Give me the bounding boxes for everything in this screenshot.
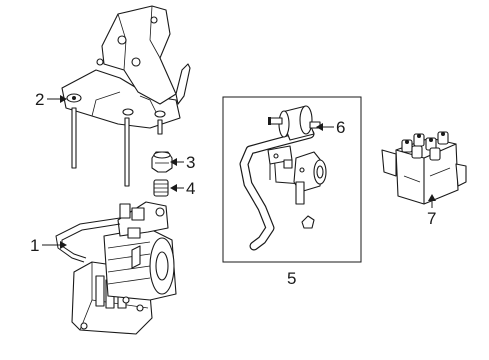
valve-block-ports <box>401 131 449 161</box>
svg-text:1: 1 <box>30 236 39 255</box>
svg-text:4: 4 <box>186 179 195 198</box>
callout-7: 7 <box>427 194 436 228</box>
callout-5: 5 <box>287 269 296 288</box>
callout-6: 6 <box>316 118 345 137</box>
air-line-assembly <box>239 129 327 251</box>
svg-text:6: 6 <box>336 118 345 137</box>
callout-1: 1 <box>30 236 67 255</box>
svg-text:7: 7 <box>427 209 436 228</box>
callout-4: 4 <box>170 179 195 198</box>
callout-2: 2 <box>35 90 67 109</box>
valve-block <box>381 131 467 205</box>
rubber-mount <box>151 151 173 173</box>
air-line-assembly-box <box>222 96 362 263</box>
air-filter <box>268 105 321 141</box>
svg-text:2: 2 <box>35 90 44 109</box>
compressor-assembly <box>55 201 177 335</box>
damper-spring <box>153 179 169 197</box>
svg-text:3: 3 <box>186 153 195 172</box>
svg-text:5: 5 <box>287 269 296 288</box>
mounting-bracket <box>61 5 191 187</box>
callout-3: 3 <box>170 153 195 172</box>
